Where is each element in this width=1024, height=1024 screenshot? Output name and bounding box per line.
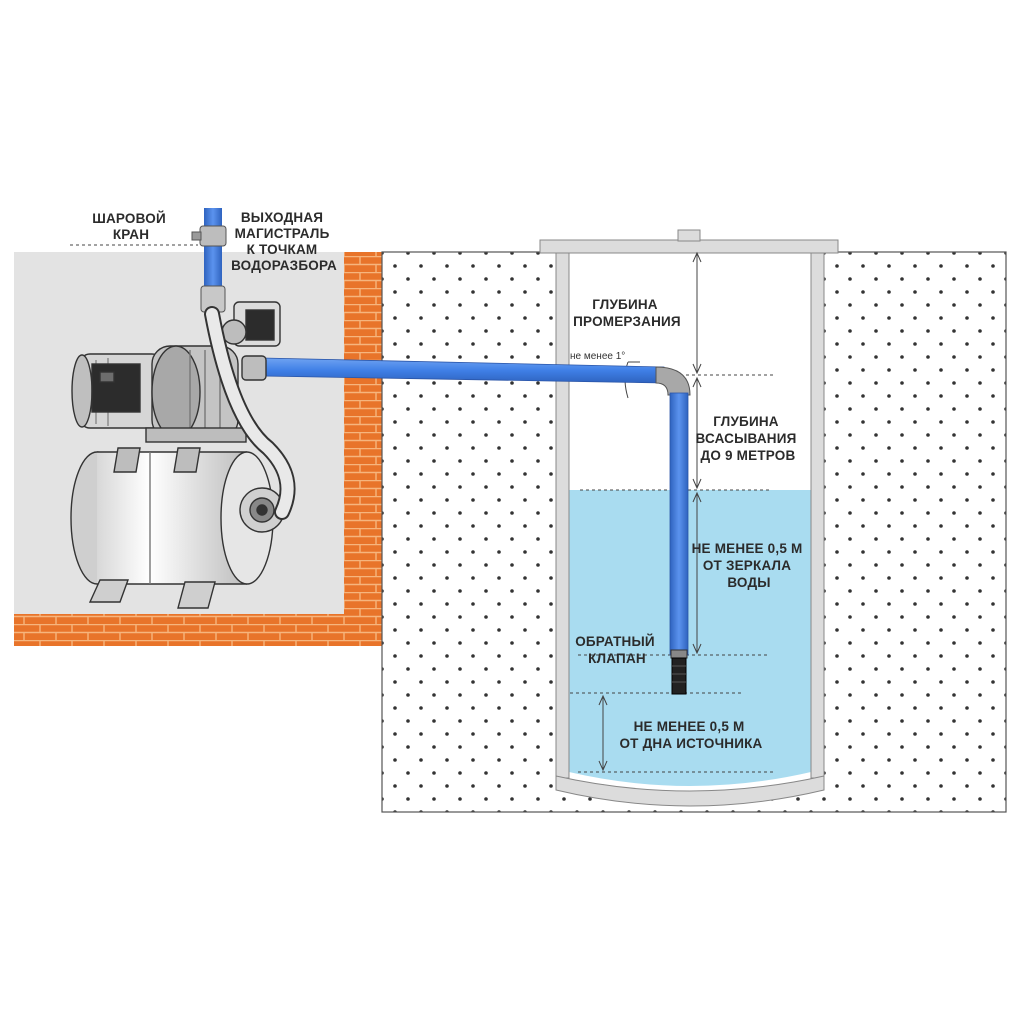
outlet-pipe xyxy=(204,208,222,288)
brick-floor xyxy=(14,614,382,646)
pipe-elbow xyxy=(655,366,691,396)
label-freeze-depth: ГЛУБИНА ПРОМЕРЗАНИЯ xyxy=(573,297,681,329)
well-lid xyxy=(539,239,839,254)
label-outlet-main: ВЫХОДНАЯ МАГИСТРАЛЬ К ТОЧКАМ ВОДОРАЗБОРА xyxy=(231,210,337,273)
label-min-from-surface: НЕ МЕНЕЕ 0,5 М ОТ ЗЕРКАЛА ВОДЫ xyxy=(692,541,807,590)
brick-wall-vertical xyxy=(344,252,382,646)
well-wall-left xyxy=(555,251,570,779)
label-suction-depth: ГЛУБИНА ВСАСЫВАНИЯ ДО 9 МЕТРОВ xyxy=(696,414,801,463)
ball-valve-icon xyxy=(191,225,227,247)
suction-pipe-vertical xyxy=(669,392,689,656)
well xyxy=(539,229,839,807)
pump-station-icon xyxy=(70,301,296,609)
label-check-valve: ОБРАТНЫЙ КЛАПАН xyxy=(575,634,659,666)
labels: ШАРОВОЙ КРАН ВЫХОДНАЯ МАГИСТРАЛЬ К ТОЧКА… xyxy=(92,210,807,751)
well-bottom xyxy=(555,775,825,807)
piping xyxy=(191,208,691,695)
well-wall-right xyxy=(810,251,825,779)
label-slope-note: не менее 1° xyxy=(570,351,625,362)
well-lid-handle xyxy=(677,229,701,242)
pressure-tank-icon xyxy=(70,447,285,609)
label-min-from-bottom: НЕ МЕНЕЕ 0,5 М ОТ ДНА ИСТОЧНИКА xyxy=(619,719,762,751)
check-valve-icon xyxy=(670,649,688,695)
label-ball-valve: ШАРОВОЙ КРАН xyxy=(92,211,170,242)
water-body xyxy=(569,490,811,786)
